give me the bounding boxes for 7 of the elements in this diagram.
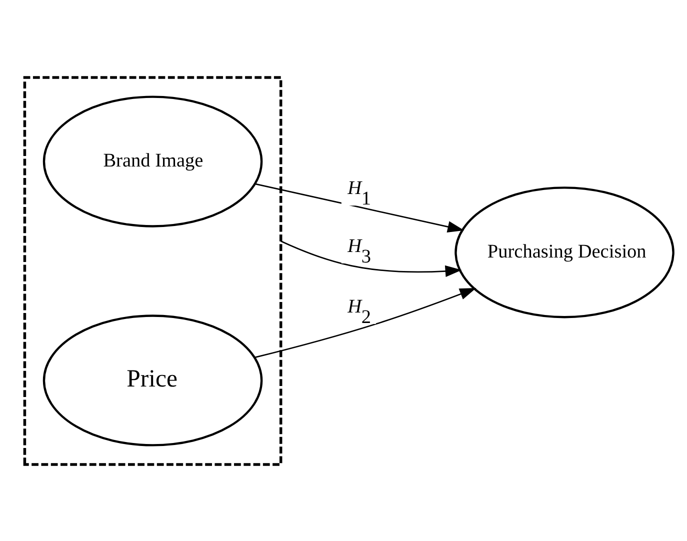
node-ellipse: Purchasing Decision xyxy=(454,186,674,318)
node-ellipse: Brand Image xyxy=(42,95,263,227)
arrow xyxy=(254,288,476,358)
node-ellipse: Price xyxy=(42,314,263,446)
arrow xyxy=(255,182,464,232)
arrow xyxy=(280,240,462,276)
cluster xyxy=(23,76,282,466)
